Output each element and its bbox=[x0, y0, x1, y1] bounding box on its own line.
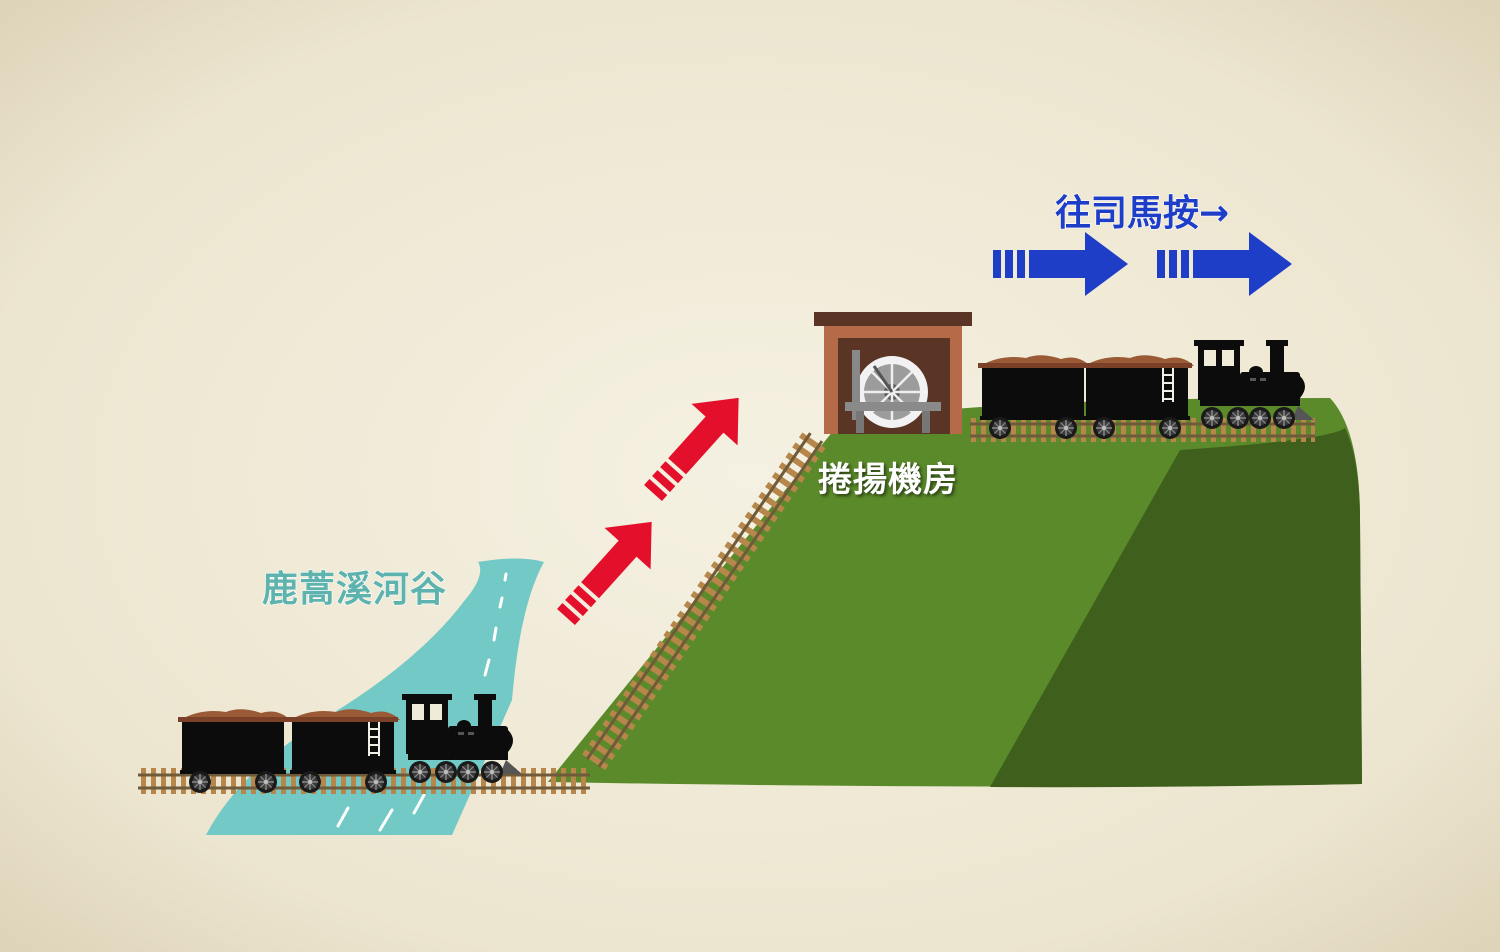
direction-label: 往司馬按→ bbox=[1055, 184, 1229, 236]
river-valley-label: 鹿蒿溪河谷 bbox=[262, 560, 447, 612]
hoist-winch-house-icon bbox=[814, 312, 972, 434]
hoist-house-label: 捲揚機房 bbox=[818, 452, 958, 501]
